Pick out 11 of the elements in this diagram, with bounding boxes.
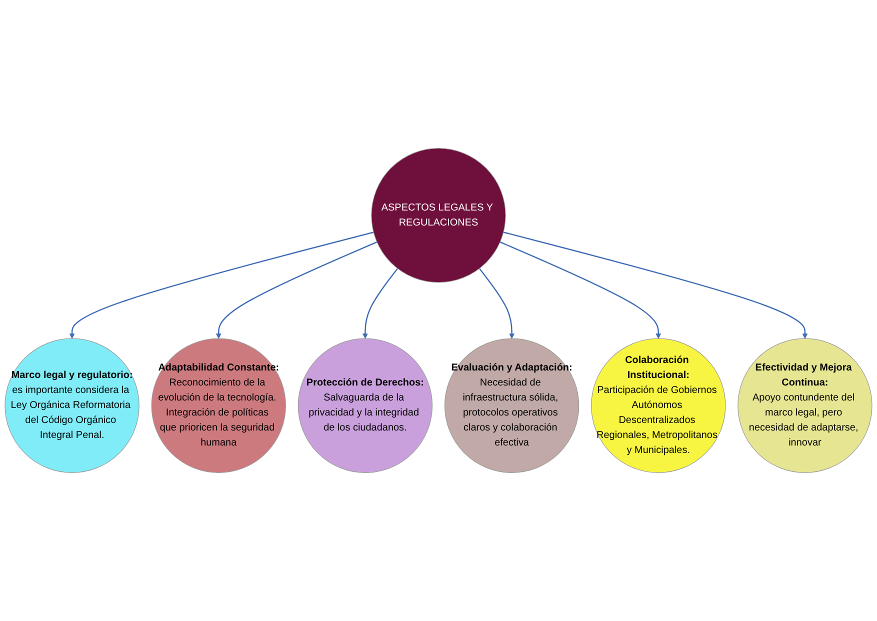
node-circle: ASPECTOS LEGALES Y REGULACIONES bbox=[371, 148, 506, 283]
node-circle: Efectividad y Mejora Continua: Apoyo contundente del marco legal, pero necesidad de adaptarse, innovar bbox=[738, 338, 872, 473]
node-circle: Evaluación y Adaptación: Necesidad de infraestructura sólida, protocolos operativos claros y colaboración efectiva bbox=[444, 338, 580, 473]
arrow bbox=[362, 268, 398, 339]
node-circle: Protección de Derechos: Salvaguarda de la privacidad y la integridad de los ciudadanos. bbox=[298, 338, 433, 473]
arrow bbox=[478, 268, 515, 339]
arrow bbox=[500, 241, 662, 339]
arrow bbox=[503, 232, 808, 339]
arrow bbox=[216, 241, 378, 339]
node-circle: Marco legal y regulatorio: es importante considera la Ley Orgánica Reformatoria del Código Orgánico Integral Penal. bbox=[4, 338, 140, 473]
arrow bbox=[69, 232, 374, 339]
